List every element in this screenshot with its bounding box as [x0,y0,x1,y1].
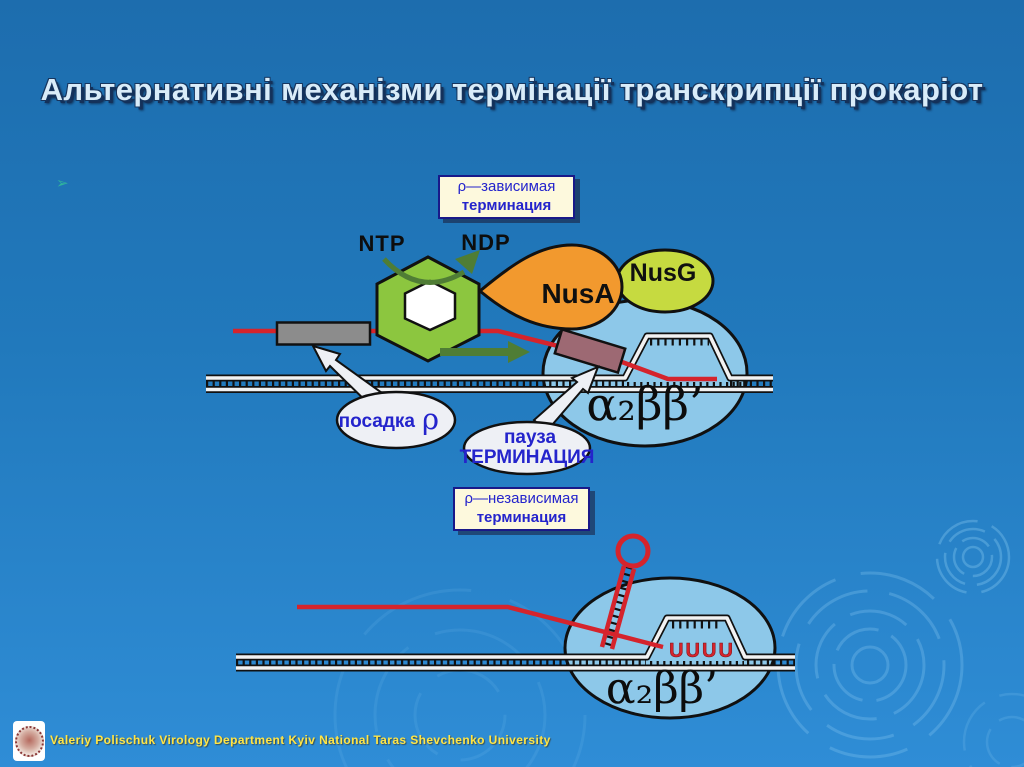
rho-independent-diagram: UUUU α₂ββ’ [236,533,795,720]
pause-site-box [553,327,627,375]
polymerase-subunits-label: α₂ββ’ [586,377,703,431]
pause-callout-line1: пауза [504,427,557,448]
ripple-circle [961,545,985,569]
landing-callout [335,390,457,450]
ripple-circle [832,627,908,703]
ripple-circle [373,628,547,767]
bullet-arrow-icon: ➢ [56,175,69,192]
hairpin-stem-left [599,565,627,648]
slide-title: Альтернативні механізми термінації транс… [40,72,984,107]
nusa-protein [477,243,624,331]
rut-site-box [275,321,372,346]
ripple-circle [794,589,946,741]
nusg-label: NusG [630,259,697,287]
rho-dependent-diagram: NusG NusA NTP NDP [206,230,773,476]
pause-callout [462,420,592,476]
hairpin-loop [615,533,651,569]
ntp-hydrolysis-arrowhead [455,250,480,274]
footer-credit: Valeriy Polischuk Virology Department Ky… [50,733,551,747]
dna-strand-top [236,616,795,659]
rho-dependent-label-box: ρ—зависимая терминация [438,175,575,219]
poly-u-label: UUUU [669,640,735,662]
ripple-circle [952,536,994,578]
rho-factor-hexagon [375,255,481,363]
label-line: терминация [476,509,567,526]
translocation-arrowhead [508,341,530,363]
landing-callout-label: посадка [339,411,416,432]
ripple-circle [943,527,1003,587]
ripple-circle [850,645,890,685]
terminator-hairpin [599,533,651,650]
label-line: ρ—зависимая [457,178,556,196]
rho-independent-label-box: ρ—независимая терминация [453,487,590,531]
rna-transcript [297,604,664,650]
label-line: ρ—независимая [464,490,579,508]
dna-strand-top [206,334,773,380]
ripple-circle [962,692,1024,767]
dna-template [206,332,773,393]
ripple-circle [333,588,587,767]
ripple-circle [814,609,926,721]
ntp-hydrolysis-arrow [382,257,466,285]
landing-callout-rho-symbol: ρ [422,402,439,436]
ripple-circle [935,519,1011,595]
university-logo [13,721,45,761]
rho-factor-core [403,279,457,332]
pause-callout-line2: ТЕРМИНАЦИЯ [460,447,595,468]
label-line: терминация [461,197,552,214]
rna-polymerase-body [563,576,777,720]
dna-template [236,614,795,672]
ripple-circle [776,571,964,759]
nusa-label: NusA [541,278,614,309]
university-seal [14,725,44,757]
hairpin-stem-right [609,568,637,650]
ntp-label: NTP [359,231,406,256]
ripple-circle [985,715,1024,767]
polymerase-subunits-label: α₂ββ’ [606,663,718,714]
ndp-label: NDP [461,230,510,255]
